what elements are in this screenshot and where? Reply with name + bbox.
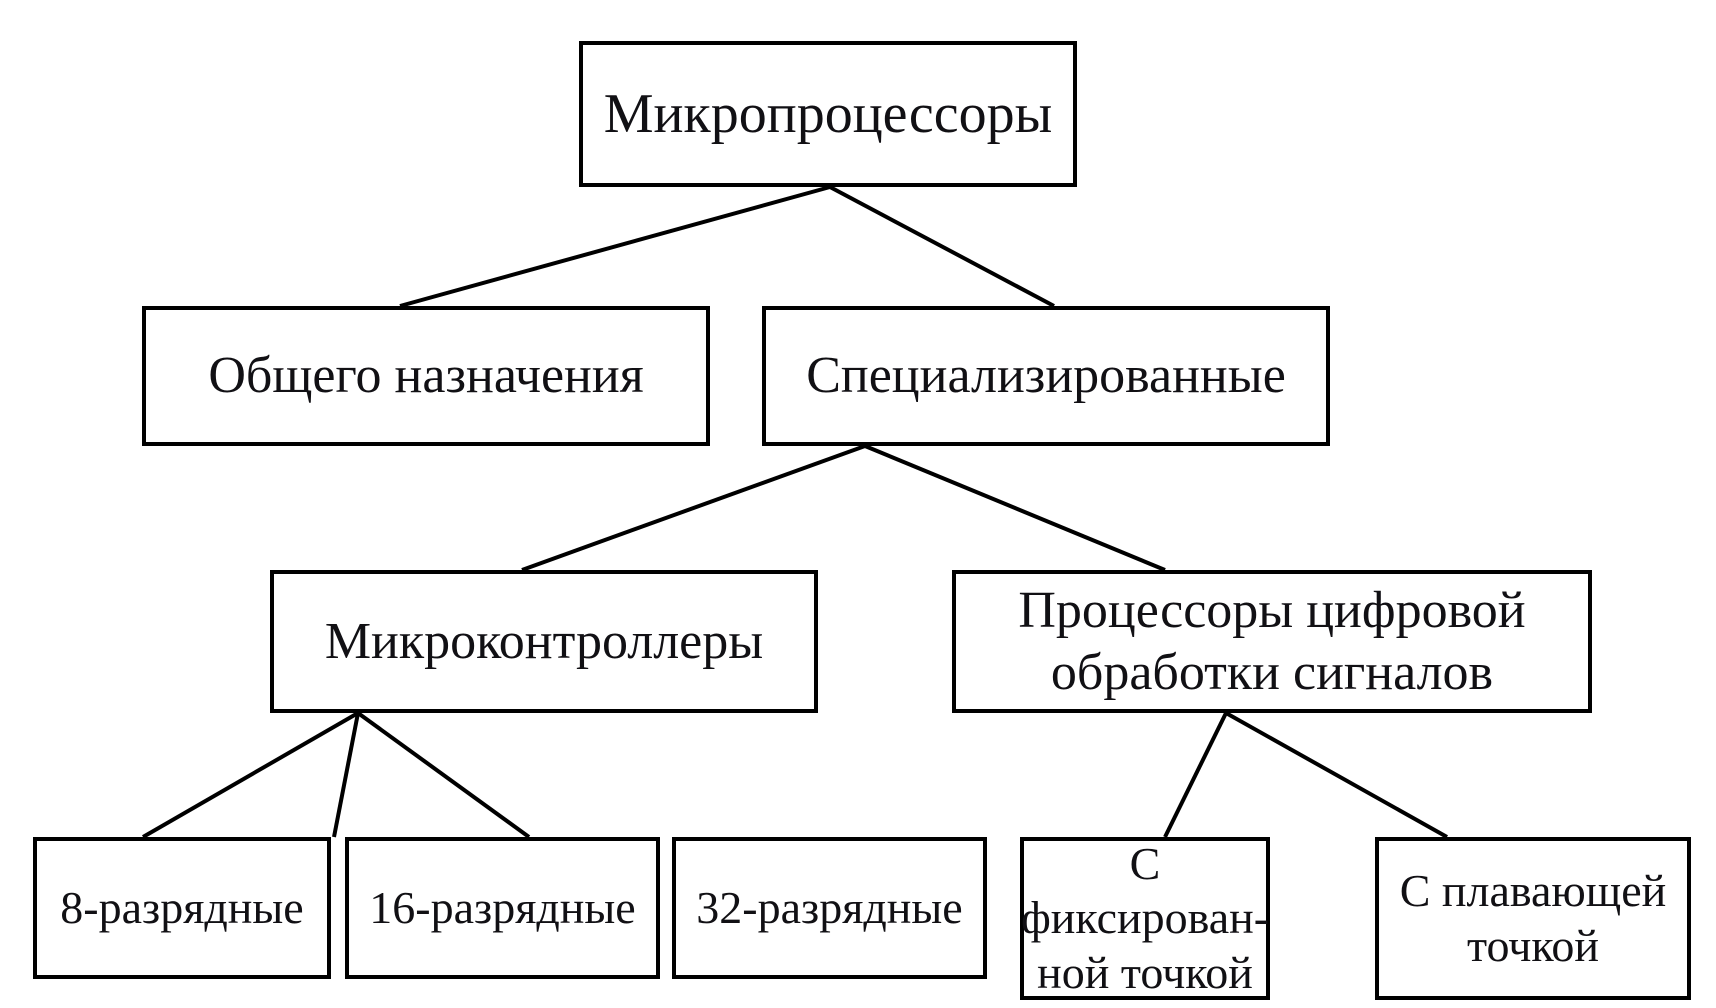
node-bit32[interactable]: 32-разрядные (672, 837, 987, 979)
node-root[interactable]: Микропроцессоры (579, 41, 1077, 187)
node-bit8[interactable]: 8-разрядные (33, 837, 331, 979)
edge-root-to-special (829, 185, 1055, 308)
edge-mcu-to-bit16 (332, 712, 360, 838)
edge-dsp-to-float (1225, 711, 1448, 839)
edge-special-to-dsp (864, 444, 1166, 572)
node-general[interactable]: Общего назначения (142, 306, 710, 446)
node-label-special: Специализированные (806, 347, 1286, 405)
node-special[interactable]: Специализированные (762, 306, 1330, 446)
node-label-root: Микропроцессоры (603, 82, 1053, 145)
node-label-dsp: Процессоры цифровой обработки сигналов (1018, 582, 1526, 701)
edge-dsp-to-fixed (1163, 712, 1228, 838)
node-dsp[interactable]: Процессоры цифровой обработки сигналов (952, 570, 1592, 713)
node-label-bit16: 16-разрядные (369, 881, 636, 933)
node-label-fixed: С фиксирован- ной точкой (1020, 838, 1270, 998)
node-float[interactable]: С плавающей точкой (1375, 837, 1691, 1000)
edge-special-to-mcu (521, 444, 866, 572)
node-label-bit32: 32-разрядные (696, 881, 963, 933)
edge-mcu-to-bit8 (142, 711, 359, 839)
node-label-mcu: Микроконтроллеры (324, 612, 764, 670)
edge-mcu-to-bit32 (356, 711, 531, 839)
node-fixed[interactable]: С фиксирован- ной точкой (1020, 837, 1270, 1000)
node-bit16[interactable]: 16-разрядные (345, 837, 660, 979)
edge-root-to-general (399, 185, 831, 308)
node-mcu[interactable]: Микроконтроллеры (270, 570, 818, 713)
node-label-bit8: 8-разрядные (60, 881, 304, 933)
node-label-general: Общего назначения (208, 347, 644, 405)
node-label-float: С плавающей точкой (1399, 865, 1667, 971)
